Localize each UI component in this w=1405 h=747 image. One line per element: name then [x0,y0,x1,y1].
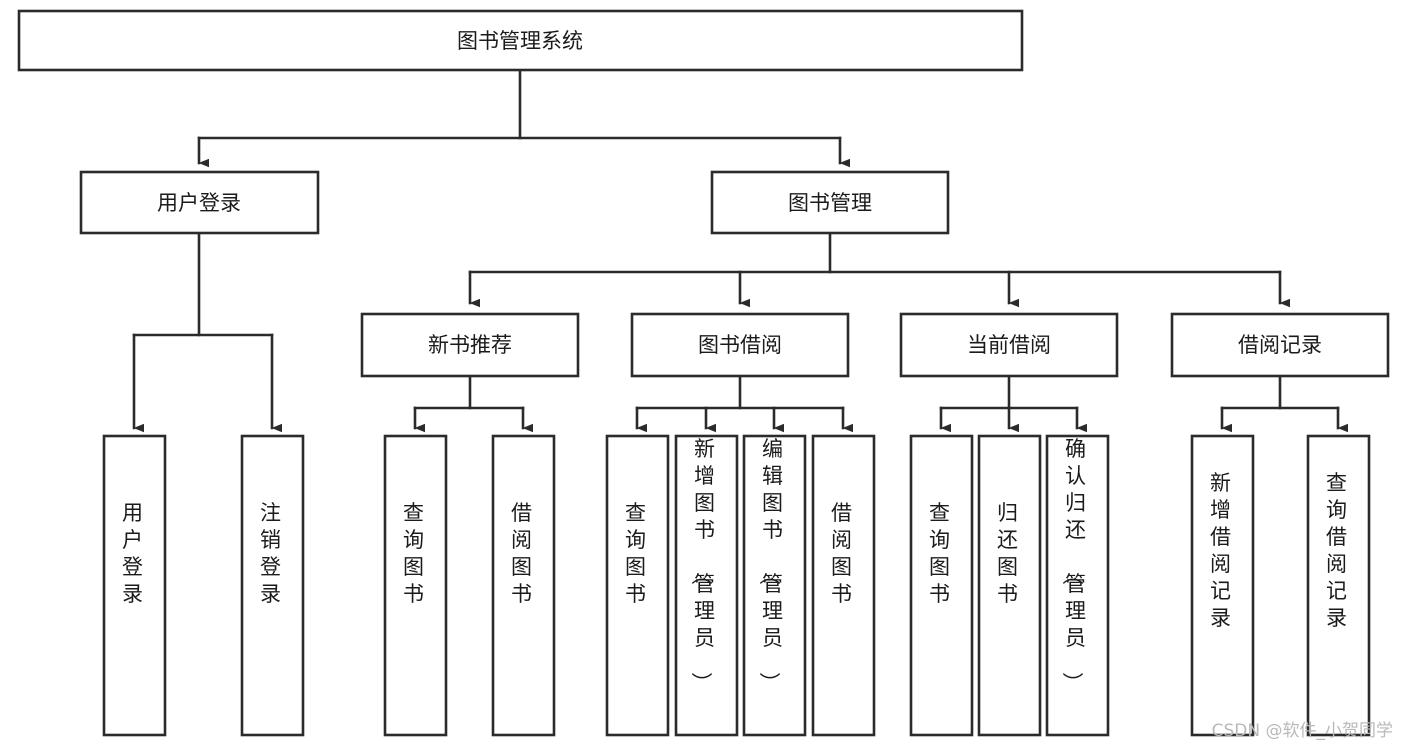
node-current-borrow-label: 当前借阅 [967,333,1051,357]
node-user-login-label: 用户登录 [157,191,241,215]
node-leaf-query-book-1-box[interactable] [383,434,448,737]
node-new-book-rec-box[interactable] [360,312,580,378]
node-leaf-query-book-3-box[interactable] [909,434,974,737]
node-leaf-edit-book[interactable]: 编辑图书（管理员） [742,434,807,737]
csdn-watermark: CSDN @软件_小贺同学 [1211,721,1393,741]
node-root[interactable]: 图书管理系统 [17,9,1024,72]
node-leaf-confirm-return-box[interactable] [1045,434,1110,737]
node-leaf-user-login-label: 用户登录 [122,501,146,606]
node-book-borrow-label: 图书借阅 [698,333,782,357]
node-leaf-user-logout-box[interactable] [240,434,305,737]
node-leaf-borrow-book-1[interactable]: 借阅图书 [491,434,556,737]
node-leaf-query-book-1[interactable]: 查询图书 [383,434,448,737]
node-book-manage[interactable]: 图书管理 [710,170,950,235]
connectors-book-borrow-to-leaves [635,374,853,433]
node-leaf-return-book-box[interactable] [977,434,1042,737]
node-leaf-borrow-book-1-box[interactable] [491,434,556,737]
node-book-manage-label: 图书管理 [788,191,872,215]
node-leaf-confirm-return-label: 确认归还（管理员） [1060,437,1089,696]
node-leaf-confirm-return[interactable]: 确认归还（管理员） [1045,434,1110,737]
node-root-box[interactable] [17,9,1024,72]
node-leaf-user-login[interactable]: 用户登录 [102,434,167,737]
node-leaf-borrow-book-2-box[interactable] [811,434,876,737]
node-current-borrow[interactable]: 当前借阅 [899,312,1119,378]
node-leaf-query-book-3[interactable]: 查询图书 [909,434,974,737]
connectors-new-book-rec-to-leaves [413,374,533,433]
node-book-borrow[interactable]: 图书借阅 [630,312,850,378]
node-leaf-add-record-label: 新增借阅记录 [1210,471,1234,630]
node-leaf-user-logout[interactable]: 注销登录 [240,434,305,737]
node-new-book-rec[interactable]: 新书推荐 [360,312,580,378]
node-leaf-return-book-label: 归还图书 [997,501,1021,606]
connectors-current-borrow-to-leaves [939,374,1087,433]
connectors-root-to-level1 [197,68,850,168]
node-leaf-query-record-label: 查询借阅记录 [1326,471,1350,630]
node-leaf-add-book-box[interactable] [674,434,739,737]
node-borrow-record-box[interactable] [1170,312,1390,378]
node-leaf-borrow-book-2[interactable]: 借阅图书 [811,434,876,737]
node-borrow-record-label: 借阅记录 [1238,333,1322,357]
node-book-borrow-box[interactable] [630,312,850,378]
node-user-login-box[interactable] [79,170,320,235]
node-borrow-record[interactable]: 借阅记录 [1170,312,1390,378]
node-leaf-add-record-box[interactable] [1190,434,1255,737]
connectors-book-manage-to-level2 [468,231,1290,308]
node-leaf-query-book-2[interactable]: 查询图书 [605,434,670,737]
node-leaf-user-logout-label: 注销登录 [260,501,284,606]
node-leaf-borrow-book-2-label: 借阅图书 [831,501,855,606]
node-root-label: 图书管理系统 [457,29,583,53]
node-leaf-query-book-2-label: 查询图书 [625,501,649,606]
node-leaf-return-book[interactable]: 归还图书 [977,434,1042,737]
node-new-book-rec-label: 新书推荐 [428,333,512,357]
node-leaf-query-record-box[interactable] [1306,434,1371,737]
node-leaf-add-book[interactable]: 新增图书（管理员） [674,434,739,737]
connectors-user-login-to-leaves [132,231,282,433]
node-leaf-add-book-label: 新增图书（管理员） [689,437,718,696]
node-current-borrow-box[interactable] [899,312,1119,378]
node-leaf-add-record[interactable]: 新增借阅记录 [1190,434,1255,737]
node-leaf-edit-book-label: 编辑图书（管理员） [757,437,786,696]
node-leaf-borrow-book-1-label: 借阅图书 [511,501,535,606]
node-leaf-query-book-3-label: 查询图书 [929,501,953,606]
node-leaf-query-record[interactable]: 查询借阅记录 [1306,434,1371,737]
node-leaf-user-login-box[interactable] [102,434,167,737]
node-leaf-edit-book-box[interactable] [742,434,807,737]
node-user-login[interactable]: 用户登录 [79,170,320,235]
connectors-borrow-record-to-leaves [1220,374,1348,433]
node-book-manage-box[interactable] [710,170,950,235]
node-leaf-query-book-2-box[interactable] [605,434,670,737]
node-leaf-query-book-1-label: 查询图书 [403,501,427,606]
